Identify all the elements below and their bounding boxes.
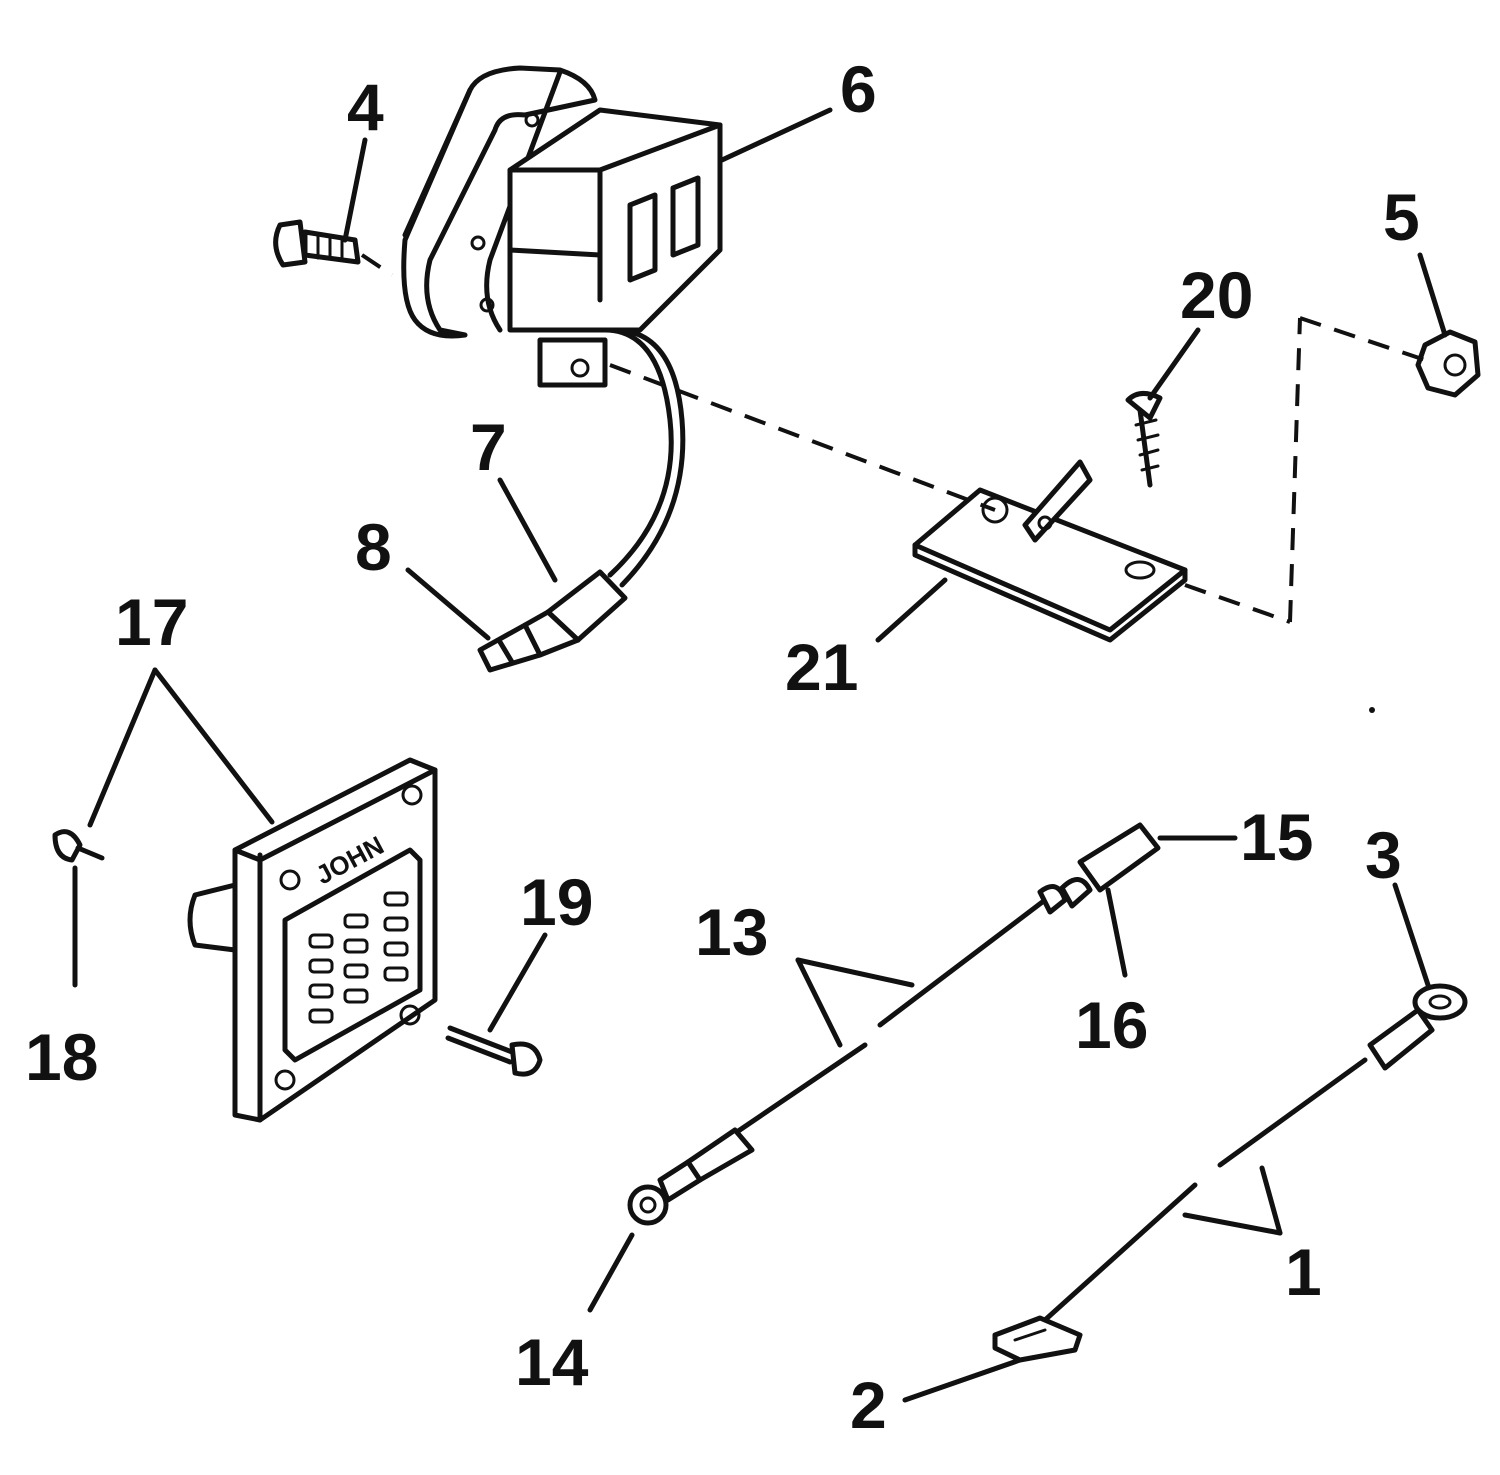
callout-1: 1: [1285, 1235, 1322, 1309]
part-5-nut: [1415, 329, 1481, 398]
part-6-module-body: [401, 65, 723, 588]
part-18-screw: [52, 829, 105, 863]
part-8-plug: [477, 569, 628, 673]
callout-5: 5: [1383, 180, 1420, 254]
assembly-lines: [609, 316, 1426, 624]
part-17-faceplate: JOHN: [187, 757, 438, 1123]
callout-17: 17: [115, 585, 188, 659]
callout-6: 6: [840, 52, 877, 126]
part-21-bracket: [912, 459, 1188, 643]
callout-14: 14: [515, 1325, 589, 1399]
callout-20: 20: [1180, 258, 1253, 332]
part-1-ground-wire: [992, 983, 1468, 1363]
callout-4: 4: [347, 70, 384, 144]
callout-7: 7: [470, 410, 507, 484]
part-13-lead-wire: [627, 822, 1161, 1226]
part-4-dash: [360, 253, 394, 277]
leader-lines: [72, 107, 1448, 1403]
callout-18: 18: [25, 1020, 98, 1094]
callout-8: 8: [355, 510, 392, 584]
callout-3: 3: [1365, 818, 1402, 892]
callout-15: 15: [1240, 800, 1313, 874]
speck: [1369, 707, 1375, 713]
callout-19: 19: [520, 865, 593, 939]
part-20-screw: [1125, 391, 1163, 488]
part-4-screw: [273, 219, 361, 268]
callout-21: 21: [785, 630, 858, 704]
callout-2: 2: [850, 1368, 887, 1442]
part-19-screw: [445, 1025, 543, 1077]
callout-16: 16: [1075, 988, 1148, 1062]
callout-13: 13: [695, 895, 768, 969]
